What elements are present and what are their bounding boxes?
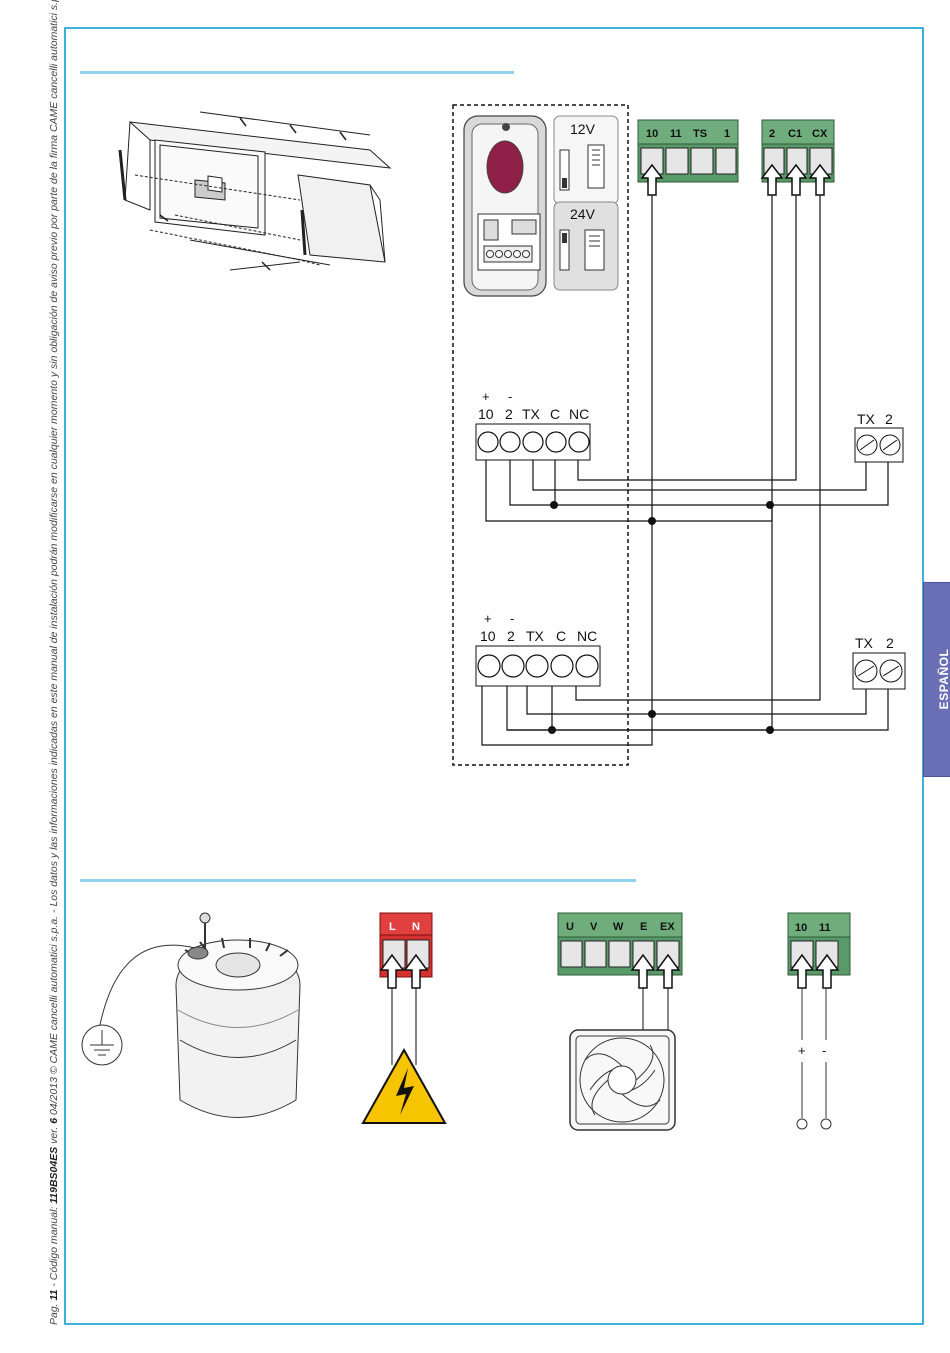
voltage-12-label: 12V — [570, 121, 596, 137]
fan-wires — [642, 988, 669, 1030]
svg-text:TX: TX — [522, 406, 541, 422]
terminal-e: E — [640, 921, 647, 933]
gate-installation-drawing — [118, 111, 392, 271]
cooling-fan-icon — [569, 1029, 676, 1131]
photocell-device — [463, 115, 547, 297]
terminal-11: 11 — [819, 922, 831, 934]
svg-text:TX: TX — [526, 628, 545, 644]
svg-text:C: C — [550, 406, 560, 422]
svg-text:2: 2 — [505, 406, 513, 422]
terminal-ex: EX — [660, 921, 675, 933]
receiver-unit-1: + - 10 2 TX C NC — [475, 389, 591, 461]
language-tab[interactable]: ESPAÑOL — [924, 583, 950, 776]
svg-text:-: - — [510, 611, 514, 626]
voltage-jumper-panel: 12V 24V — [553, 115, 619, 291]
svg-text:-: - — [508, 389, 512, 404]
svg-text:TX: TX — [855, 635, 874, 651]
motor-earth-drawing — [81, 912, 301, 1118]
svg-text:NC: NC — [577, 628, 597, 644]
photocell-group-outline — [452, 104, 629, 766]
svg-text:+: + — [484, 611, 492, 626]
svg-text:2: 2 — [886, 635, 894, 651]
terminal-10: 10 — [795, 922, 807, 934]
terminal-v: V — [590, 921, 598, 933]
svg-text:TX: TX — [857, 411, 876, 427]
accessory-wires — [796, 988, 832, 1130]
section-rule-top — [80, 71, 514, 74]
transmitter-unit-1: TX 2 — [854, 411, 904, 463]
connection-arrows-top — [640, 163, 832, 196]
svg-text:+: + — [482, 389, 490, 404]
board-terminal-10: 10 — [646, 128, 658, 140]
accessory-minus-label: - — [822, 1043, 826, 1058]
section-rule-bottom — [80, 879, 636, 882]
photocell-wiring — [481, 195, 889, 746]
board-terminal-1: 1 — [724, 128, 730, 140]
motor-terminal-block: U V W E EX — [557, 912, 683, 976]
board-terminal-cx: CX — [812, 128, 828, 140]
board-terminal-11: 11 — [670, 128, 682, 140]
terminal-w: W — [613, 921, 624, 933]
svg-text:10: 10 — [478, 406, 494, 422]
page-frame — [64, 27, 924, 1325]
receiver-unit-2: + - 10 2 TX C NC — [475, 611, 601, 687]
transmitter-unit-2: TX 2 — [852, 635, 906, 690]
terminal-l: L — [389, 921, 396, 933]
terminal-u: U — [566, 921, 574, 933]
terminal-n: N — [412, 921, 420, 933]
svg-text:10: 10 — [480, 628, 496, 644]
svg-text:2: 2 — [885, 411, 893, 427]
voltage-24-label: 24V — [570, 206, 596, 222]
high-voltage-warning-icon — [361, 1047, 447, 1124]
svg-text:C: C — [556, 628, 566, 644]
svg-text:NC: NC — [569, 406, 589, 422]
wire-junctions — [548, 501, 774, 734]
board-terminal-c1: C1 — [788, 128, 802, 140]
accessory-plus-label: + — [798, 1043, 806, 1058]
board-terminal-2: 2 — [769, 128, 775, 140]
svg-text:2: 2 — [507, 628, 515, 644]
power-wires — [391, 988, 417, 1065]
board-terminal-ts: TS — [693, 128, 707, 140]
